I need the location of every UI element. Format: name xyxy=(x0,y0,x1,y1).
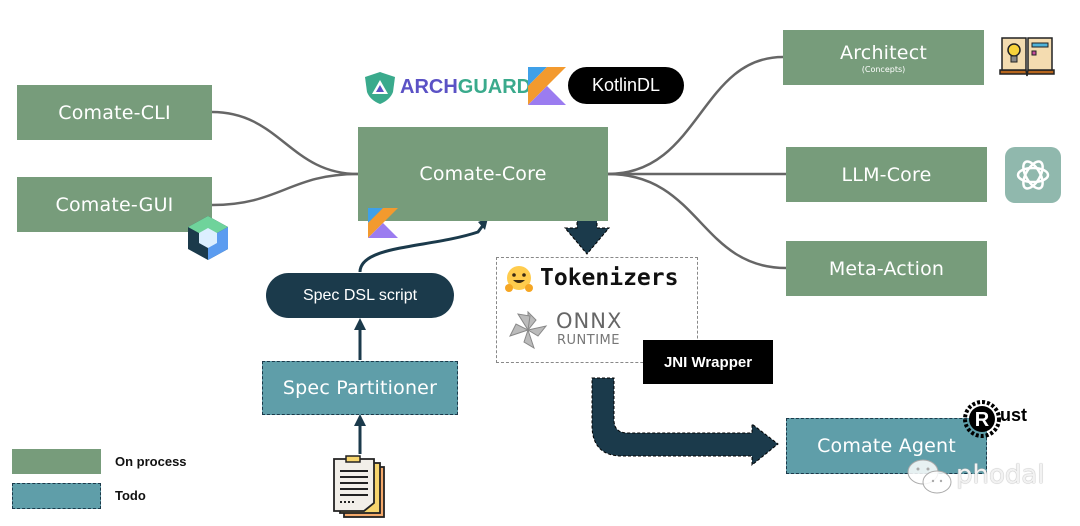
node-comate-cli[interactable]: Comate-CLI xyxy=(17,85,212,140)
connector-core-meta xyxy=(607,172,787,270)
rust-r-glyph: R xyxy=(975,409,990,431)
archguard-logo-icon xyxy=(365,72,395,104)
block-arrow-jni-to-agent xyxy=(591,377,779,467)
jni-wrapper-label: JNI Wrapper xyxy=(663,353,753,371)
arrowhead-dsl-to-core xyxy=(478,218,488,230)
hugging-face-icon xyxy=(505,266,533,292)
wechat-icon xyxy=(907,459,952,494)
connector-cli-core xyxy=(211,110,359,176)
node-comate-agent-label: Comate Agent xyxy=(817,435,956,457)
node-architect-label: Architect xyxy=(840,41,927,64)
archguard-logo-text: ARCHGUARD xyxy=(400,76,531,99)
onnx-runtime-label: RUNTIME xyxy=(557,333,620,348)
jetpack-compose-icon xyxy=(188,216,228,260)
node-comate-gui-label: Comate-GUI xyxy=(55,193,174,216)
tokenizers-label: Tokenizers xyxy=(540,265,679,291)
node-meta-action[interactable]: Meta-Action xyxy=(786,241,987,296)
node-meta-action-label: Meta-Action xyxy=(828,257,945,280)
rust-label: ust xyxy=(1000,405,1027,425)
node-architect-sublabel: (Concepts) xyxy=(861,64,906,74)
book-lightbulb-icon xyxy=(999,37,1055,77)
node-comate-gui[interactable]: Comate-GUI xyxy=(17,177,212,232)
kotlin-icon xyxy=(368,208,398,238)
arrowhead-partitioner-to-dsl xyxy=(354,318,366,330)
node-comate-core[interactable]: Comate-Core xyxy=(358,127,608,221)
onnx-label: ONNX xyxy=(556,309,623,333)
archguard-guard: GUARD xyxy=(457,76,532,98)
legend-swatch-todo xyxy=(12,483,101,509)
archguard-arch: ARCH xyxy=(400,76,458,98)
legend-swatch-on-process xyxy=(12,449,101,474)
node-comate-core-label: Comate-Core xyxy=(419,163,547,185)
arrow-dsl-to-core xyxy=(358,223,486,273)
connector-core-architect xyxy=(607,55,784,176)
node-spec-dsl-script-label: Spec DSL script xyxy=(302,286,418,304)
rust-logo-icon: R xyxy=(963,400,1001,438)
kotlindl-badge: KotlinDL xyxy=(568,67,684,104)
arrowhead-docs-to-partitioner xyxy=(354,414,366,426)
connector-gui-core xyxy=(211,172,359,207)
node-llm-core-label: LLM-Core xyxy=(841,163,932,186)
onnx-logo-icon xyxy=(509,310,548,350)
watermark-text: phodal xyxy=(956,460,1045,490)
jni-wrapper-badge: JNI Wrapper xyxy=(643,340,773,384)
kotlindl-label: KotlinDL xyxy=(591,75,661,95)
legend-label-on-process: On process xyxy=(115,454,187,469)
openai-icon xyxy=(1005,147,1061,203)
node-comate-cli-label: Comate-CLI xyxy=(58,101,171,124)
node-llm-core[interactable]: LLM-Core xyxy=(786,147,987,202)
kotlin-logo-icon xyxy=(528,67,566,105)
node-architect[interactable]: Architect (Concepts) xyxy=(783,30,984,85)
node-spec-partitioner[interactable]: Spec Partitioner xyxy=(262,361,458,415)
block-arrow-core-to-tokenizers xyxy=(563,207,611,255)
node-spec-partitioner-label: Spec Partitioner xyxy=(282,377,438,399)
documents-icon xyxy=(333,455,385,518)
legend-label-todo: Todo xyxy=(115,488,146,503)
node-comate-agent[interactable]: Comate Agent xyxy=(786,418,987,474)
node-spec-dsl-script[interactable]: Spec DSL script xyxy=(266,273,454,318)
